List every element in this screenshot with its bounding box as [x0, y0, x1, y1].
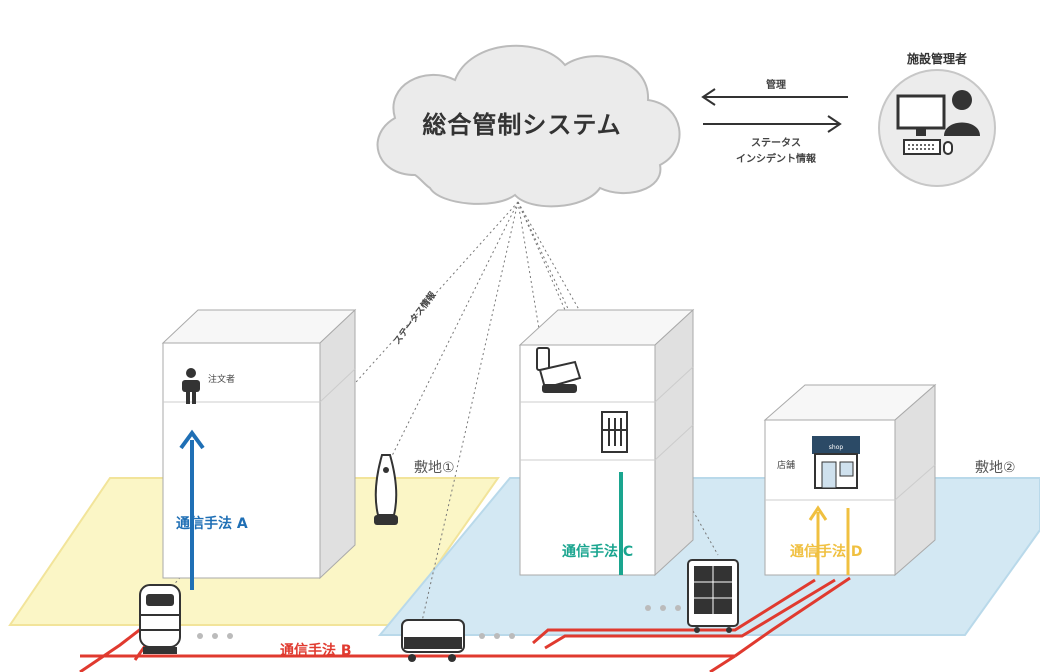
cloud-title: 総合管制システム	[422, 111, 621, 139]
status-info-label: ステータス情報	[391, 288, 439, 346]
status-label-line2: インシデント情報	[736, 152, 817, 165]
method-d-arrows	[808, 505, 850, 575]
method-c-label: 通信手法 C	[562, 543, 633, 560]
locker-icon	[601, 411, 628, 453]
robot-c-dots	[645, 605, 681, 611]
security-robot-icon	[374, 454, 398, 525]
robot-b-dots	[479, 633, 515, 639]
method-a-arrow-icon	[179, 429, 205, 590]
site-2-label: 敷地②	[975, 460, 1016, 476]
building-a	[161, 308, 357, 580]
cloud-shape	[376, 44, 681, 208]
manager-title: 施設管理者	[907, 51, 967, 66]
cart-robot-icon	[401, 619, 465, 662]
computer-icon	[896, 94, 953, 155]
robot-a-dots	[197, 633, 233, 639]
manage-label: 管理	[766, 78, 786, 91]
orderer-person-icon	[182, 368, 200, 404]
building-c	[518, 308, 695, 577]
delivery-robot-icon	[536, 347, 582, 393]
orderer-label: 注文者	[208, 373, 235, 385]
store-icon: shop	[812, 436, 860, 489]
method-b-label: 通信手法 B	[280, 642, 352, 659]
building-d	[763, 383, 937, 577]
method-d-label: 通信手法 D	[790, 543, 863, 560]
store-sign: shop	[829, 444, 844, 451]
manage-arrow-icon	[701, 88, 848, 106]
status-arrow-icon	[703, 115, 842, 133]
site-1-label: 敷地①	[414, 460, 455, 476]
manager-person-icon	[944, 90, 980, 136]
store-label: 店舗	[777, 459, 795, 471]
locker-robot-icon	[687, 559, 739, 633]
status-label-line1: ステータス	[751, 137, 801, 149]
method-a-label: 通信手法 A	[176, 515, 248, 532]
service-robot-icon	[139, 584, 181, 654]
